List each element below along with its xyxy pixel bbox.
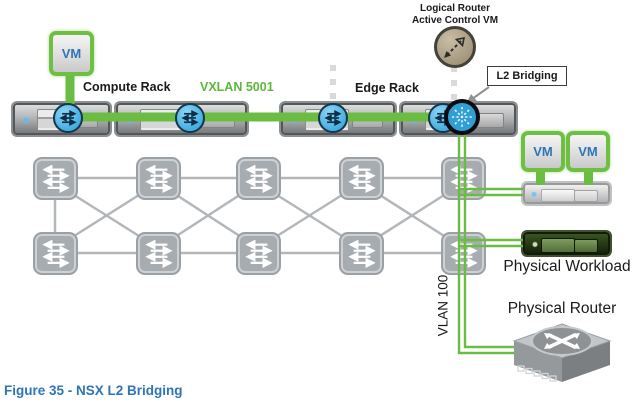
- fabric-switch-icon: [339, 157, 384, 200]
- vm-node: VM: [521, 131, 565, 172]
- compute-rack-label: Compute Rack: [83, 80, 171, 94]
- vswitch-circle-icon: [53, 103, 83, 133]
- fabric-switch-icon: [236, 232, 281, 275]
- l2-bridging-callout: L2 Bridging: [487, 66, 567, 86]
- fabric-switch-icon: [33, 157, 78, 200]
- physical-router-icon: [512, 323, 612, 382]
- figure-caption: Figure 35 - NSX L2 Bridging: [4, 383, 183, 398]
- esxi-host-server: [523, 183, 610, 204]
- fabric-switch-icon: [33, 232, 78, 275]
- fabric-switch-icon: [136, 232, 181, 275]
- vm-link: [584, 168, 593, 185]
- vm-node: VM: [49, 31, 94, 76]
- physical-workload-server: [523, 232, 610, 255]
- fabric-switch-icon: [236, 157, 281, 200]
- fabric-switch-icon: [136, 157, 181, 200]
- logical-router-subtitle: Active Control VM: [411, 15, 499, 26]
- vswitch-circle-icon: [175, 103, 205, 133]
- logical-router-title: Logical Router: [419, 3, 490, 14]
- vm-node: VM: [566, 131, 610, 172]
- fabric-switch-icon: [441, 157, 486, 200]
- vm-label: VM: [61, 46, 82, 61]
- logical-router-label: Logical Router Active Control VM: [393, 3, 517, 27]
- physical-workload-label: Physical Workload: [503, 258, 631, 275]
- physical-router-label: Physical Router: [507, 300, 617, 317]
- vm-link: [536, 168, 545, 185]
- l2-bridge-circle-icon: [444, 99, 480, 135]
- vxlan-5001-label: VXLAN 5001: [200, 80, 274, 94]
- logical-router-icon: [434, 26, 476, 68]
- vswitch-circle-icon: [318, 103, 348, 133]
- vlan-100-label: VLAN 100: [435, 274, 451, 337]
- vm-label: VM: [533, 144, 553, 159]
- fabric-switch-icon: [339, 232, 384, 275]
- edge-rack-label: Edge Rack: [355, 81, 419, 95]
- vm-label: VM: [578, 144, 598, 159]
